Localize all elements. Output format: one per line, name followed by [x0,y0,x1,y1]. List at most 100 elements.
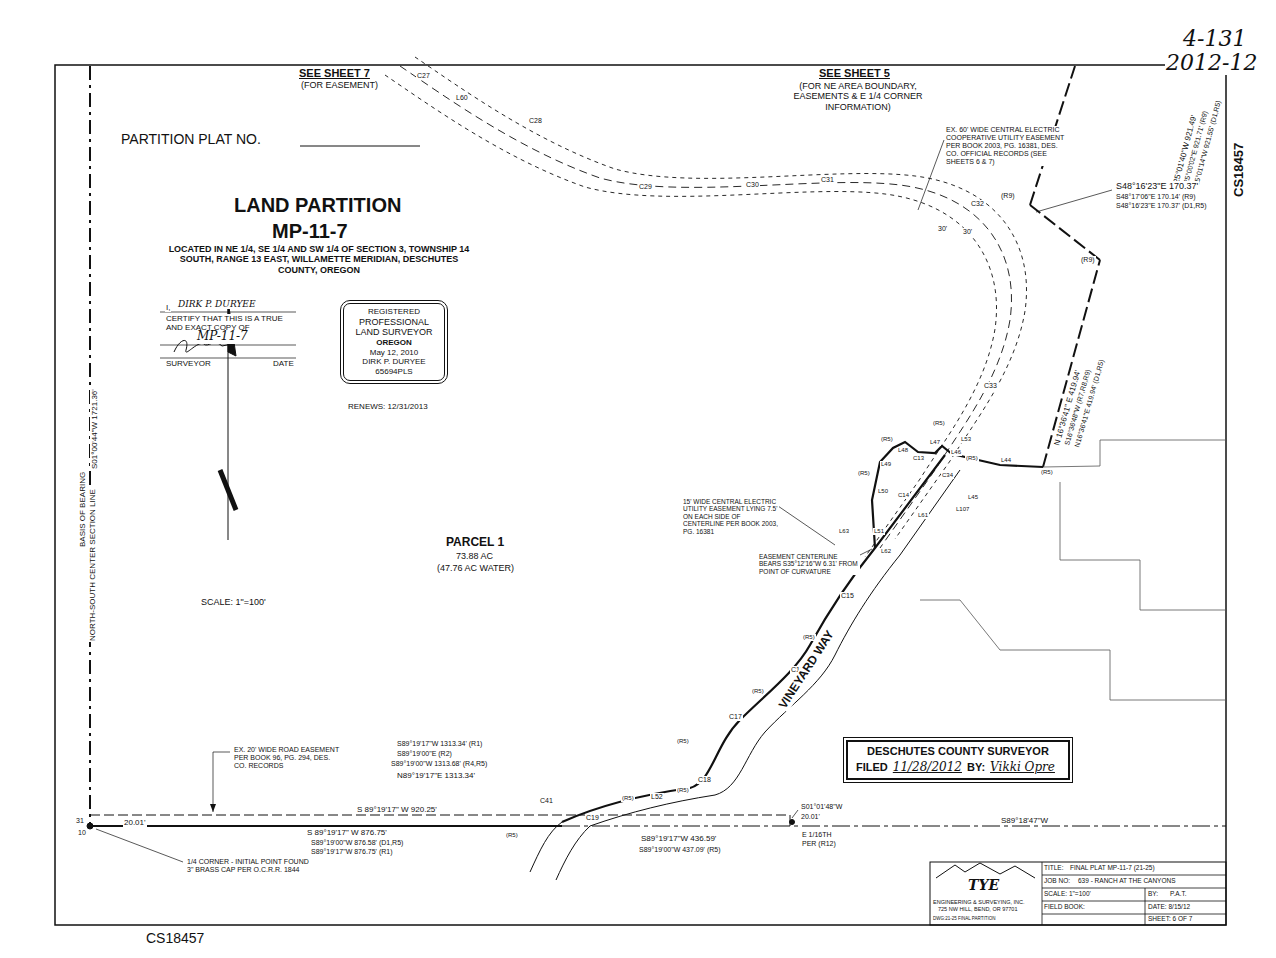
plat-label: 20.01' [123,818,147,827]
plat-label: (R5) [621,795,635,802]
plat-label: DIRK P. DURYEE [177,299,256,309]
utility-easement [400,66,1012,548]
plat-label: L60 [455,94,469,102]
plat-label: L52 [650,793,664,801]
plat-label: N89°19'17"E 1313.34' [396,771,476,780]
node-text: TYE [968,878,999,893]
plat-label: PARCEL 1 [445,536,505,550]
plat-label: E 1/16TH [801,831,833,839]
node-text: JOB NO: [1044,877,1070,884]
plat-label: 73.88 AC [455,551,494,561]
node-text: FIELD BOOK: [1044,903,1085,910]
plat-label: C32 [970,200,985,208]
plat-label: C19 [585,814,600,822]
node-text: May 12, 2010 [350,348,438,358]
plat-label: EX. 20' WIDE ROAD EASEMENT PER BOOK 96, … [233,746,345,770]
node-text: DWG:21-25 FINAL PARTITION [933,917,995,922]
plat-label: C29 [638,183,653,191]
plat-label: S89°18'47"W [1000,816,1049,825]
plat-label: (R5) [505,832,519,839]
surveyor-stamp: REGISTEREDPROFESSIONAL LAND SURVEYOROREG… [343,303,445,381]
plat-label: L107 [955,506,970,513]
plat-label: (R9) [1080,256,1096,264]
plat-label: S48°17'06"E 170.14' (R9) [1115,193,1197,201]
node-text: DESCHUTES COUNTY SURVEYOR [856,745,1060,757]
plat-label: EX. 60' WIDE CENTRAL ELECTRIC COOPERATIV… [945,126,1072,166]
plat-label: S48°16'23"E 170.37' (D1,R5) [1115,202,1207,210]
plat-label: (R5) [1040,469,1054,476]
plat-label: S 89°19'17" W 876.75' [306,828,388,837]
plat-label: C27 [416,72,431,80]
plat-label: L61 [917,512,929,519]
node-text: DATE: 8/15/12 [1148,903,1190,910]
plat-label: C34 [941,472,954,479]
plat-number-line [300,146,420,147]
node-text: SHEET: 6 OF 7 [1148,915,1192,922]
plat-label: S89°19'17"W 876.75' (R1) [310,848,394,856]
plat-label: S48°16'23"E 170.37' [1115,181,1199,191]
plat-label: C13 [912,455,925,462]
plat-label: C15 [840,592,855,600]
plat-label: LAND PARTITION [233,194,402,217]
node-text: BY: [1148,890,1158,897]
plat-label: S89°19'00"E (R2) [396,750,453,758]
plat-label: LOCATED IN NE 1/4, SE 1/4 AND SW 1/4 OF … [158,244,480,275]
plat-label: 30' [962,228,973,236]
plat-label: EASEMENT CENTERLINE BEARS S35°12'16"W 6.… [758,553,860,575]
plat-label: BASIS OF BEARING [78,471,87,548]
plat-label: L63 [838,528,850,535]
plat-label: 31 [75,817,85,825]
node-text: 725 NW HILL, BEND, OR 97701 [938,906,1017,912]
node-text: DIRK P. DURYEE [350,357,438,367]
road-edge [562,455,945,822]
plat-label: C18 [697,776,712,784]
node-text: TITLE: [1044,864,1064,871]
filing-stamp: DESCHUTES COUNTY SURVEYORFILED11/28/2012… [846,740,1070,780]
plat-label: (FOR NE AREA BOUNDARY, EASEMENTS & E 1/4… [782,81,934,112]
plat-label: 1/4 CORNER - INITIAL POINT FOUND 3" BRAS… [186,858,313,874]
plat-label: S89°19'00"W 437.09' (R5) [638,846,722,854]
parcel-boundary [90,825,562,827]
plat-label: (R5) [802,634,816,641]
plat-label: (47.76 AC WATER) [436,563,515,573]
plat-label: (R5) [751,688,765,695]
plat-label: S89°19'00"W 1313.68' (R4,R5) [390,760,488,768]
plat-label: C41 [539,797,554,805]
plat-label: C31 [820,176,835,184]
node-text: FINAL PLAT MP-11-7 (21-25) [1070,864,1155,871]
node-text: ENGINEERING & SURVEYING, INC. [933,899,1025,905]
node-text: OREGON [350,338,438,348]
node-text: SCALE: 1"=100' [1044,890,1091,897]
plat-label: CS18457 [1232,142,1247,198]
plat-label: L45 [967,494,979,501]
plat-label: C28 [528,117,543,125]
plat-label: L53 [960,436,972,443]
node-text: REGISTERED [350,307,438,317]
node-text: Vikki Opre [990,760,1055,774]
plat-label: S01°01'48"W [800,803,843,811]
plat-label: (FOR EASEMENT) [300,80,379,90]
plat-label: I, [165,303,171,312]
plat-label: S89°19'17"W 436.59' [640,834,717,843]
plat-label: MP-11-7 [271,220,349,243]
plat-label: (R9) [1000,192,1016,200]
easement-line [90,815,790,816]
parcel-boundary [872,442,1043,548]
node-text: PROFESSIONAL LAND SURVEYOR [354,317,434,339]
plat-label: C30 [745,181,760,189]
plat-label: S 89°19'17" W 920.25' [356,805,438,814]
plat-label: C14 [897,492,910,499]
plat-label: L47 [929,439,941,446]
plat-label: L49 [880,461,892,468]
title-block: TITLE: FINAL PLAT MP-11-7 (21-25)JOB NO: 6… [930,862,1226,925]
plat-label: (R5) [965,455,979,462]
plat-label: NORTH-SOUTH CENTER SECTION LINE [88,488,97,642]
node-text: 639 - RANCH AT THE CANYONS [1078,877,1176,884]
plat-label: RENEWS: 12/31/2013 [347,402,429,411]
plat-label: 10 [77,829,87,837]
plat-label: S89°19'17"W 1313.34' (R1) [396,740,483,748]
sheet-frame [55,65,1226,925]
plat-label: C17 [728,713,743,721]
plat-label: DATE [272,359,295,368]
plat-label: 20.01' [800,813,821,821]
